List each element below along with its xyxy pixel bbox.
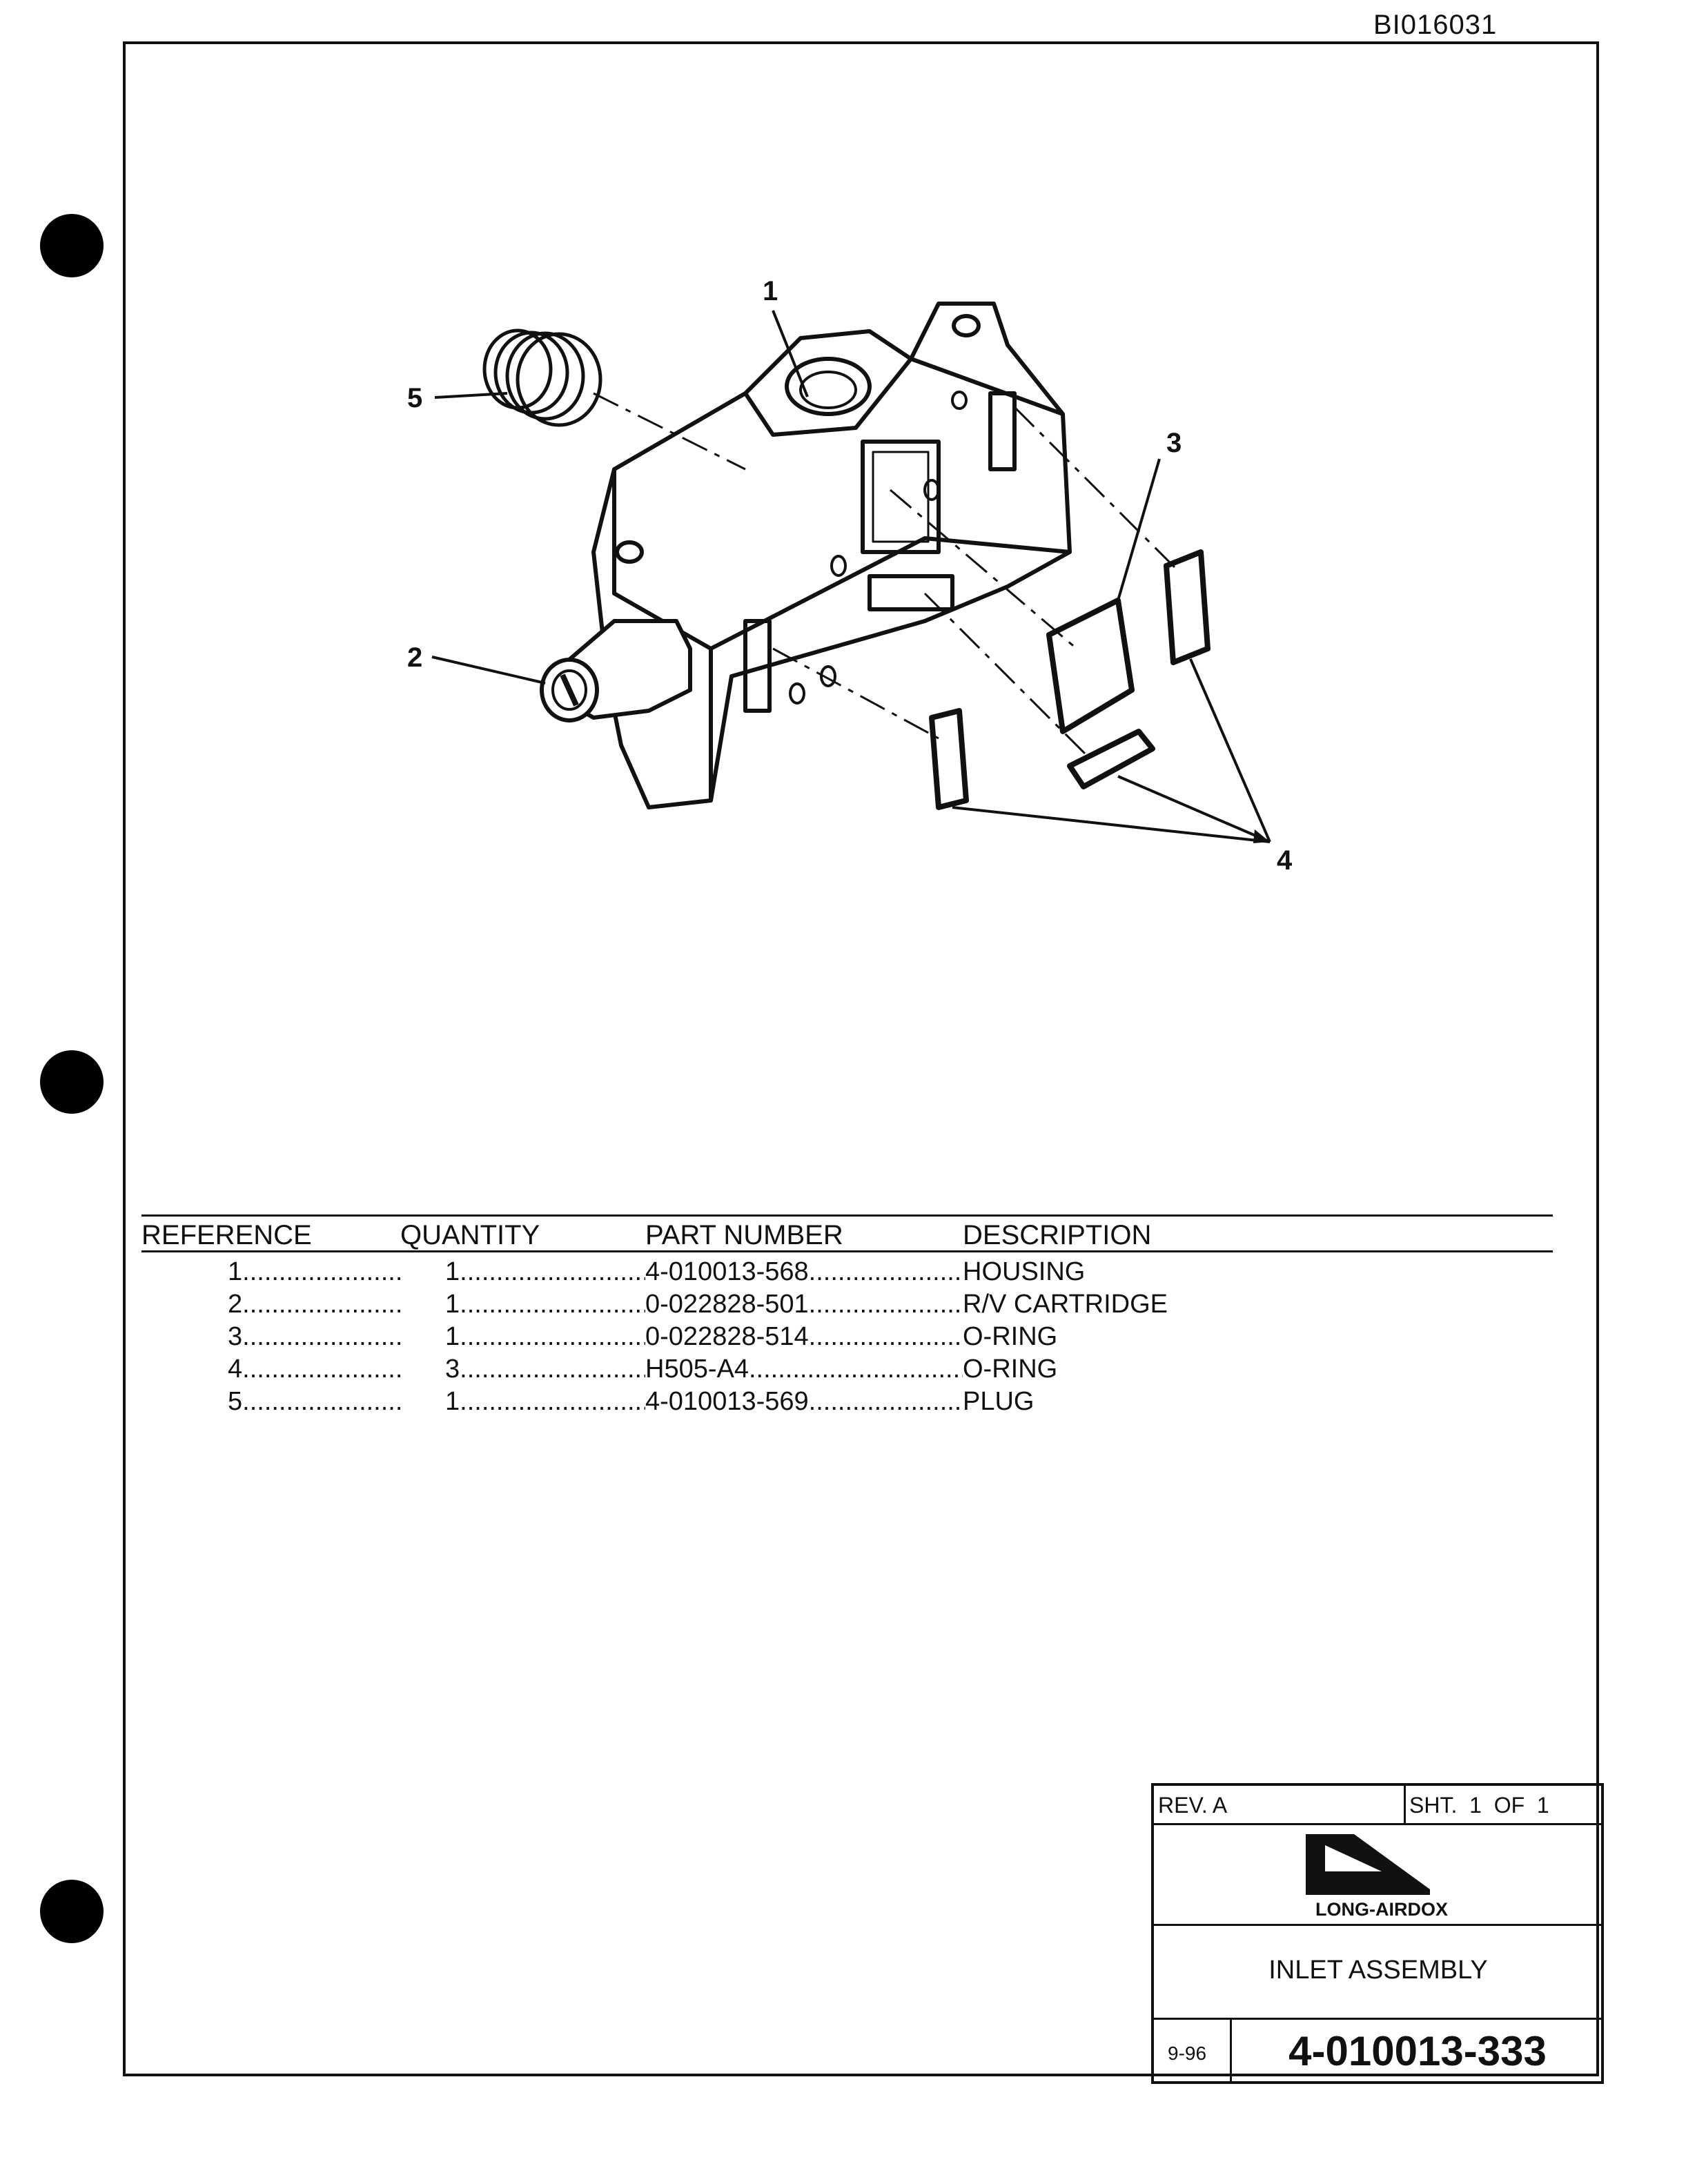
sheet-label: SHT. 1 OF 1 (1409, 1793, 1549, 1818)
o-ring-flat (1067, 729, 1155, 789)
rv-cartridge-part (540, 619, 692, 722)
cell-part-number: H505-A4 (645, 1355, 749, 1384)
punch-hole-bottom (40, 1880, 104, 1943)
dot-leader: ........................................… (460, 1257, 645, 1286)
dot-leader: ........................................… (242, 1290, 400, 1319)
cell-description: O-RING (963, 1355, 1058, 1384)
callout-3: 3 (1166, 428, 1182, 458)
header-reference: REFERENCE (141, 1220, 312, 1250)
callout-5: 5 (407, 383, 422, 413)
cell-part-number: 4-010013-568 (645, 1257, 809, 1286)
callout-1: 1 (763, 276, 778, 306)
cell-reference: 3 (228, 1322, 243, 1351)
table-row: 4.......................................… (141, 1355, 1553, 1388)
revision-label: REV. A (1158, 1793, 1228, 1818)
cell-quantity: 1 (445, 1322, 460, 1351)
dot-leader: ........................................… (242, 1322, 400, 1351)
cell-description: O-RING (963, 1322, 1058, 1351)
punch-hole-middle (40, 1050, 104, 1114)
table-row: 3.......................................… (141, 1322, 1553, 1355)
cell-quantity: 3 (445, 1355, 460, 1384)
drawing-number: 4-010013-333 (1288, 2028, 1547, 2074)
dot-leader: ........................................… (808, 1322, 963, 1351)
table-row: 2.......................................… (141, 1290, 1553, 1323)
company-logo: LONG-AIRDOX (1306, 1834, 1448, 1920)
header-description: DESCRIPTION (963, 1220, 1152, 1250)
cell-part-number: 0-022828-501 (645, 1290, 809, 1319)
table-header-rule (141, 1250, 1553, 1252)
title-block: REV. A SHT. 1 OF 1 LONG-AIRDOX INLET ASS… (1151, 1783, 1604, 2084)
cell-description: R/V CARTRIDGE (963, 1290, 1168, 1319)
dot-leader: ........................................… (242, 1387, 400, 1416)
cell-reference: 4 (228, 1355, 243, 1384)
cell-quantity: 1 (445, 1387, 460, 1416)
cell-description: HOUSING (963, 1257, 1086, 1286)
o-ring-large (1046, 598, 1135, 734)
header-quantity: QUANTITY (400, 1220, 540, 1250)
o-ring-lower (929, 708, 969, 810)
dot-leader: ........................................… (808, 1257, 963, 1286)
dot-leader: ........................................… (808, 1290, 963, 1319)
exploded-parts-drawing: 1 2 3 4 5 (386, 262, 1339, 883)
cell-reference: 5 (228, 1387, 243, 1416)
punch-hole-top (40, 214, 104, 277)
revision-date: 9-96 (1168, 2043, 1207, 2064)
cell-reference: 1 (228, 1257, 243, 1286)
drawing-title: INLET ASSEMBLY (1268, 1956, 1488, 1985)
callout-4: 4 (1277, 845, 1293, 876)
header-part-number: PART NUMBER (645, 1220, 843, 1250)
dot-leader: ........................................… (460, 1322, 645, 1351)
dot-leader: ........................................… (242, 1257, 400, 1286)
callout-2: 2 (407, 642, 422, 673)
cell-part-number: 4-010013-569 (645, 1387, 809, 1416)
cell-part-number: 0-022828-514 (645, 1322, 809, 1351)
drawing-frame (123, 41, 1599, 2076)
cell-quantity: 1 (445, 1257, 460, 1286)
dot-leader: ........................................… (460, 1387, 645, 1416)
inlet-assembly-illustration: 1 2 3 4 5 (407, 276, 1293, 876)
cell-reference: 2 (228, 1290, 243, 1319)
dot-leader: ........................................… (460, 1355, 645, 1384)
plug-part (482, 328, 602, 427)
company-name: LONG-AIRDOX (1315, 1899, 1448, 1920)
cell-quantity: 1 (445, 1290, 460, 1319)
dot-leader: ........................................… (460, 1290, 645, 1319)
table-row: 1.......................................… (141, 1257, 1553, 1290)
dot-leader: ........................................… (808, 1387, 963, 1416)
table-row: 5.......................................… (141, 1387, 1553, 1420)
o-ring-right (1164, 549, 1210, 665)
o-ring-parts (929, 549, 1210, 810)
dot-leader: ........................................… (748, 1355, 963, 1384)
table-top-rule (141, 1214, 1553, 1217)
dot-leader: ........................................… (242, 1355, 400, 1384)
cell-description: PLUG (963, 1387, 1035, 1416)
document-id: BI016031 (1373, 10, 1498, 40)
